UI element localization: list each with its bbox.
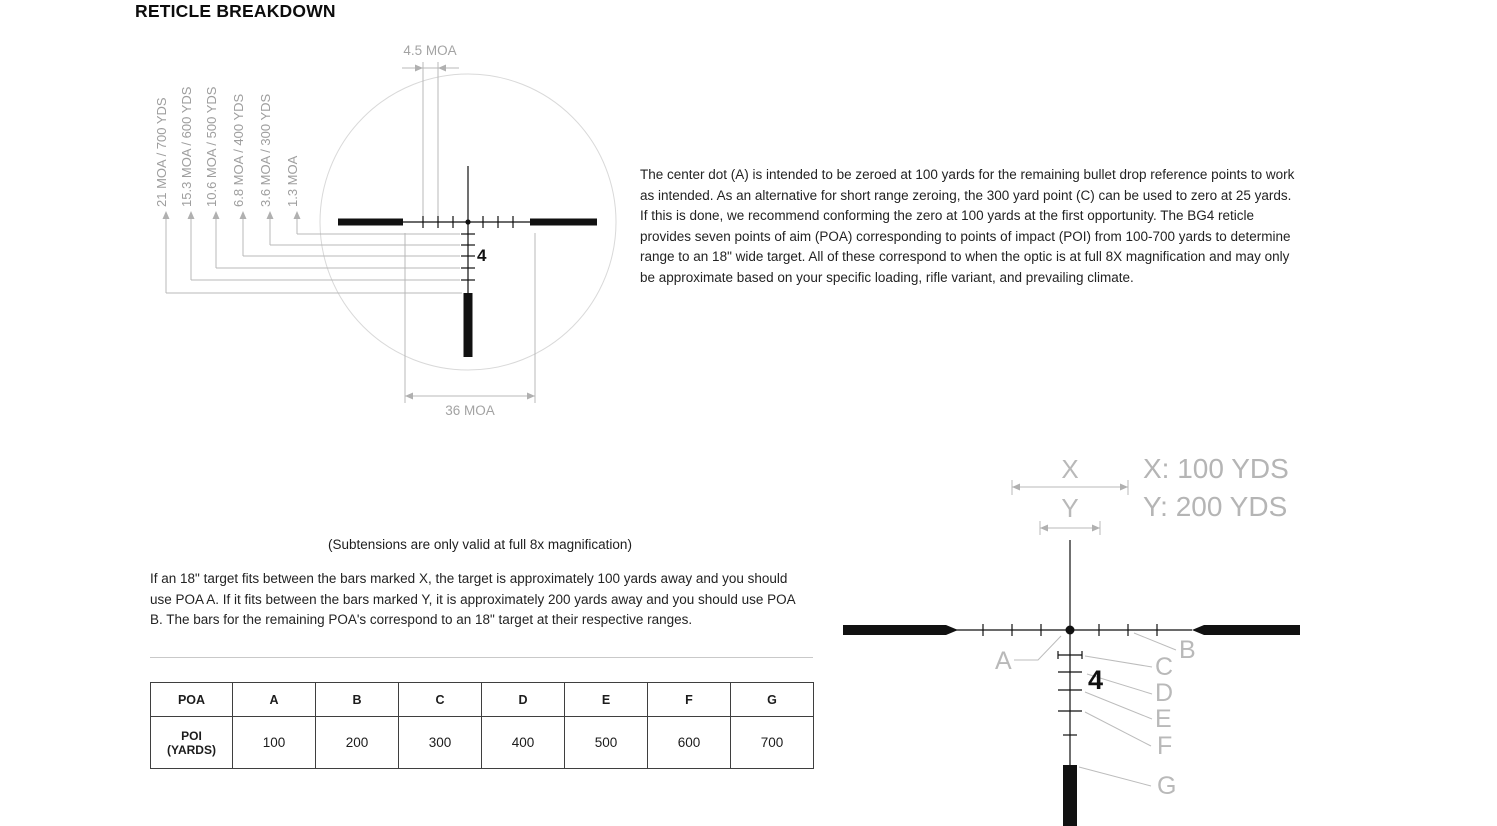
table-value-cell: 200 [315, 716, 399, 769]
table-value-cell: 100 [232, 716, 316, 769]
subtension-label-700: 21 MOA / 700 YDS [154, 97, 169, 207]
table-header-row: POA A B C D E F G [150, 682, 814, 717]
table-row-header: POI (YARDS) [150, 716, 233, 769]
table-value-cell: 400 [481, 716, 565, 769]
subtension-labels: 21 MOA / 700 YDS 15.3 MOA / 600 YDS 10.6… [154, 86, 300, 207]
table-header-cell: D [481, 682, 565, 717]
xy-dimension-arrows [1012, 483, 1128, 532]
usage-paragraph: If an 18" target fits between the bars m… [150, 571, 795, 628]
table-value-cell: 500 [564, 716, 648, 769]
center-dot [465, 219, 471, 225]
thick-bar-left [843, 625, 958, 635]
center-dot [1065, 625, 1075, 635]
subtension-label-600: 15.3 MOA / 600 YDS [179, 86, 194, 207]
reticle-subtension-diagram: 4.5 MOA 36 MOA 21 MOA / 700 YDS 15.3 MOA… [154, 43, 617, 418]
thick-bar-left [338, 218, 403, 226]
crosshair-lines [403, 166, 530, 294]
holdover-number: 4 [477, 246, 487, 265]
poa-letter-d: D [1155, 679, 1173, 707]
table-corner-header: POA [150, 682, 233, 717]
dimension-arrows-bottom [405, 392, 535, 400]
table-header-cell: F [647, 682, 731, 717]
table-header-cell: A [232, 682, 316, 717]
top-dimension-label: 4.5 MOA [403, 43, 456, 58]
table-value-cell: 600 [647, 716, 731, 769]
section-divider [150, 657, 813, 658]
x-dimension [1011, 480, 1129, 495]
x-span-label: X [1061, 454, 1078, 484]
scope-circle [319, 73, 617, 371]
poa-letter-e: E [1155, 705, 1172, 733]
reticle-marks [338, 166, 597, 357]
y-span-label: Y [1061, 493, 1078, 523]
thick-bar-right [530, 218, 597, 226]
subtension-label-400: 6.8 MOA / 400 YDS [231, 93, 246, 207]
subtension-label-500: 10.6 MOA / 500 YDS [204, 86, 219, 207]
subtension-leader-lines [165, 218, 462, 294]
poa-letter-f: F [1157, 732, 1172, 760]
subtension-label-200: 1.3 MOA [285, 155, 300, 207]
subtension-note: (Subtensions are only valid at full 8x m… [328, 537, 632, 552]
bottom-post [463, 293, 473, 357]
intro-paragraph: The center dot (A) is intended to be zer… [640, 167, 1295, 285]
reticle-poa-diagram: X Y X: 100 YDS Y: 200 YDS [843, 453, 1300, 826]
subtension-leader-arrows [162, 211, 301, 219]
poa-letter-g: G [1157, 772, 1176, 800]
dimension-extensions-bottom [404, 233, 536, 403]
table-header-cell: E [564, 682, 648, 717]
thick-bar-right [1192, 625, 1300, 635]
table-header-cell: C [398, 682, 482, 717]
table-header-cell: B [315, 682, 399, 717]
y-dimension [1039, 521, 1101, 535]
holdover-number-2: 4 [1088, 665, 1103, 695]
table-value-row: POI (YARDS) 100 200 300 400 500 600 700 [150, 716, 814, 769]
dimension-extensions-top [402, 62, 459, 216]
table-header-cell: G [730, 682, 814, 717]
poi-label-line1: POI [181, 728, 202, 743]
poa-letter-a: A [995, 647, 1012, 675]
poa-letter-c: C [1155, 653, 1173, 681]
dimension-arrows-top [415, 64, 446, 72]
bottom-post [1063, 765, 1077, 826]
poa-letter-b: B [1179, 636, 1196, 664]
bottom-dimension-label: 36 MOA [445, 403, 495, 418]
poa-leader-lines [1014, 632, 1177, 787]
subtension-label-300: 3.6 MOA / 300 YDS [258, 93, 273, 207]
poi-label-line2: (YARDS) [167, 742, 216, 757]
y-legend: Y: 200 YDS [1143, 491, 1287, 522]
x-legend: X: 100 YDS [1143, 453, 1289, 484]
poa-letters: A B C D E F G [995, 636, 1196, 800]
page-title: RETICLE BREAKDOWN [135, 1, 336, 21]
table-value-cell: 300 [398, 716, 482, 769]
table-value-cell: 700 [730, 716, 814, 769]
poa-poi-table: POA A B C D E F G POI (YARDS) 100 200 30… [150, 682, 814, 769]
reticle-marks-2 [843, 540, 1300, 826]
